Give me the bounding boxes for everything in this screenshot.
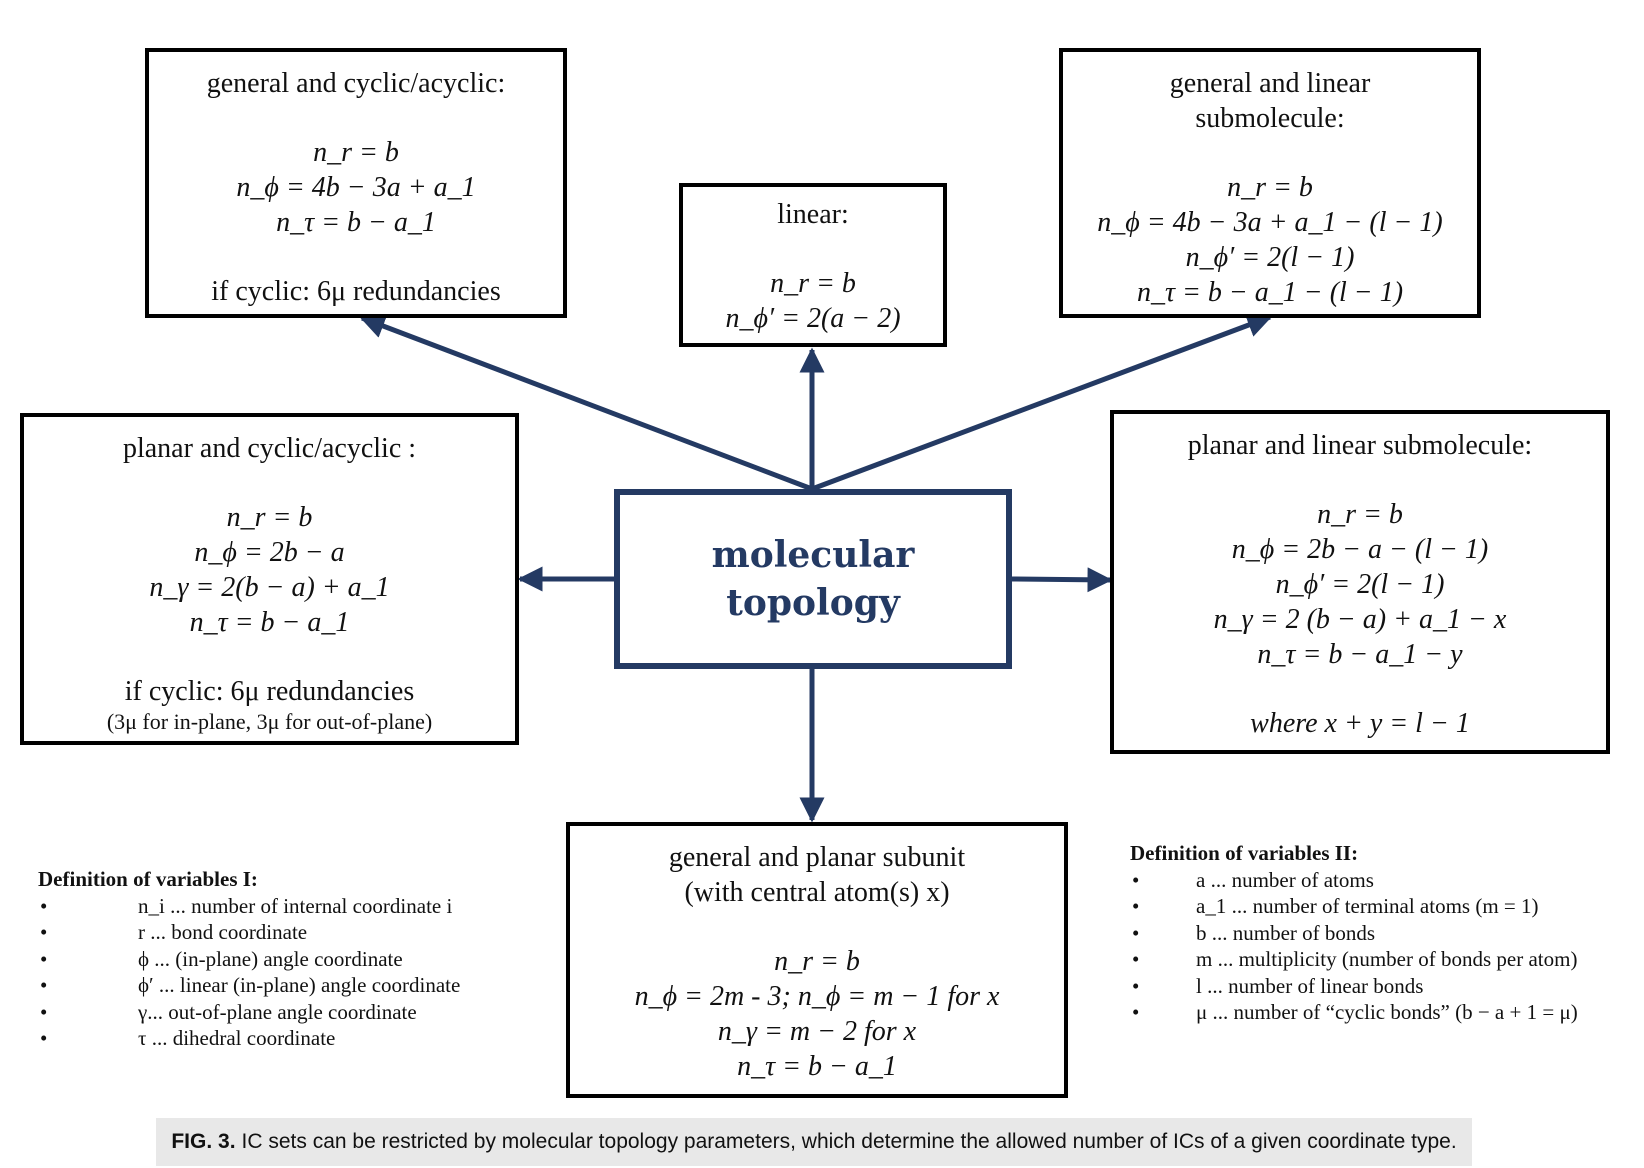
definitions-heading: Definition of variables I: xyxy=(38,867,258,891)
equation-ntau: n_τ = b − a_1 xyxy=(189,607,350,638)
equation-ngamma: n_γ = 2 (b − a) + a_1 − x xyxy=(1213,604,1507,635)
equation-nphi-prime: n_ϕ′ = 2(a − 2) xyxy=(725,303,901,334)
definitions-variables-2: Definition of variables II: a ... number… xyxy=(1130,840,1600,1026)
box-title: linear: xyxy=(777,199,849,230)
equation-ntau: n_τ = b − a_1 − (l − 1) xyxy=(1136,277,1404,308)
definition-item: a_1 ... number of terminal atoms (m = 1) xyxy=(1130,893,1600,920)
box-title: planar and cyclic/acyclic : xyxy=(122,433,417,464)
definition-item: τ ... dihedral coordinate xyxy=(38,1025,518,1052)
box-title: general and linear submolecule: xyxy=(1169,68,1371,134)
box-general-linear-submolecule: general and linear submolecule: n_r = b … xyxy=(1059,48,1481,318)
box-note: if cyclic: 6μ redundancies xyxy=(124,676,415,707)
equation-nphi: n_ϕ = 2b − a xyxy=(194,537,345,568)
box-title: general and cyclic/acyclic: xyxy=(206,68,506,99)
arrow-to-planar-linear xyxy=(1011,567,1113,593)
equation-nphi: n_ϕ = 2m - 3; n_ϕ = m − 1 for x xyxy=(634,981,1000,1012)
equation-nr: n_r = b xyxy=(770,268,856,299)
arrow-to-general-cyclic xyxy=(359,314,813,492)
figure-caption-text: IC sets can be restricted by molecular t… xyxy=(241,1130,1457,1153)
figure-caption: FIG. 3. IC sets can be restricted by mol… xyxy=(156,1118,1472,1166)
box-general-planar-subunit: general and planar subunit (with central… xyxy=(566,822,1068,1098)
equation-nphi-prime: n_ϕ′ = 2(l − 1) xyxy=(1275,569,1445,600)
definition-item: n_i ... number of internal coordinate i xyxy=(38,893,518,920)
definitions-list: n_i ... number of internal coordinate i … xyxy=(38,893,518,1052)
definition-item: r ... bond coordinate xyxy=(38,919,518,946)
arrow-to-general-linear xyxy=(811,313,1273,492)
definitions-variables-1: Definition of variables I: n_i ... numbe… xyxy=(38,866,518,1052)
box-general-cyclic-acyclic: general and cyclic/acyclic: n_r = b n_ϕ … xyxy=(145,48,567,318)
equation-nr: n_r = b xyxy=(774,946,860,977)
box-title: planar and linear submolecule: xyxy=(1187,430,1533,461)
definition-item: m ... multiplicity (number of bonds per … xyxy=(1130,946,1600,973)
equation-nphi: n_ϕ = 4b − 3a + a_1 xyxy=(236,172,476,203)
definition-item: ϕ ... (in-plane) angle coordinate xyxy=(38,946,518,973)
definition-item: γ... out-of-plane angle coordinate xyxy=(38,999,518,1026)
equation-nphi-prime: n_ϕ′ = 2(l − 1) xyxy=(1185,242,1355,273)
definition-item: μ ... number of “cyclic bonds” (b − a + … xyxy=(1130,999,1600,1026)
equation-nr: n_r = b xyxy=(1317,499,1403,530)
definitions-list: a ... number of atoms a_1 ... number of … xyxy=(1130,867,1600,1026)
equation-nr: n_r = b xyxy=(1227,172,1313,203)
box-note: if cyclic: 6μ redundancies xyxy=(211,276,501,307)
box-linear: linear: n_r = b n_ϕ′ = 2(a − 2) xyxy=(679,183,947,347)
figure-label: FIG. 3. xyxy=(171,1130,236,1153)
center-title-line-1: molecular xyxy=(711,534,915,576)
box-note-detail: (3μ for in-plane, 3μ for out-of-plane) xyxy=(106,709,433,734)
definition-item: l ... number of linear bonds xyxy=(1130,973,1600,1000)
equation-nphi: n_ϕ = 4b − 3a + a_1 − (l − 1) xyxy=(1097,207,1443,238)
box-note: where x + y = l − 1 xyxy=(1250,708,1470,739)
box-planar-cyclic-acyclic: planar and cyclic/acyclic : n_r = b n_ϕ … xyxy=(20,413,519,745)
center-molecular-topology: molecular topology xyxy=(614,489,1012,669)
equation-ntau: n_τ = b − a_1 xyxy=(276,207,436,238)
equation-ngamma: n_γ = m − 2 for x xyxy=(717,1016,917,1047)
definitions-heading: Definition of variables II: xyxy=(1130,841,1359,865)
equation-nr: n_r = b xyxy=(226,502,313,533)
equation-ntau: n_τ = b − a_1 − y xyxy=(1257,639,1463,670)
center-title-line-2: topology xyxy=(726,582,900,624)
equation-nr: n_r = b xyxy=(313,137,399,168)
box-planar-linear-submolecule: planar and linear submolecule: n_r = b n… xyxy=(1110,410,1610,754)
box-title: general and planar subunit xyxy=(668,842,966,873)
definition-item: ϕ′ ... linear (in-plane) angle coordinat… xyxy=(38,972,518,999)
definition-item: a ... number of atoms xyxy=(1130,867,1600,894)
equation-nphi: n_ϕ = 2b − a − (l − 1) xyxy=(1231,534,1489,565)
box-subtitle: (with central atom(s) x) xyxy=(684,877,950,908)
equation-ntau: n_τ = b − a_1 xyxy=(737,1051,897,1082)
equation-ngamma: n_γ = 2(b − a) + a_1 xyxy=(149,572,390,603)
definition-item: b ... number of bonds xyxy=(1130,920,1600,947)
